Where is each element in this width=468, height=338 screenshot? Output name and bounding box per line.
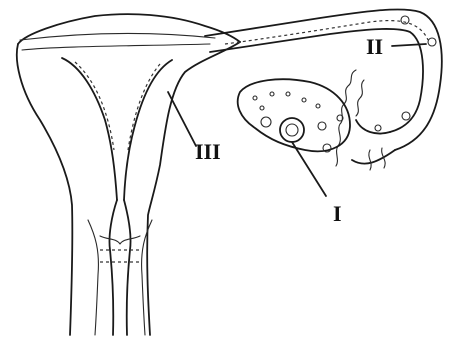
leader-III <box>168 92 196 146</box>
uterus <box>17 14 240 335</box>
ovary <box>238 79 350 152</box>
label-one: I <box>333 203 342 225</box>
label-three: III <box>195 141 221 163</box>
leader-II <box>392 44 426 46</box>
label-two: II <box>366 36 383 58</box>
